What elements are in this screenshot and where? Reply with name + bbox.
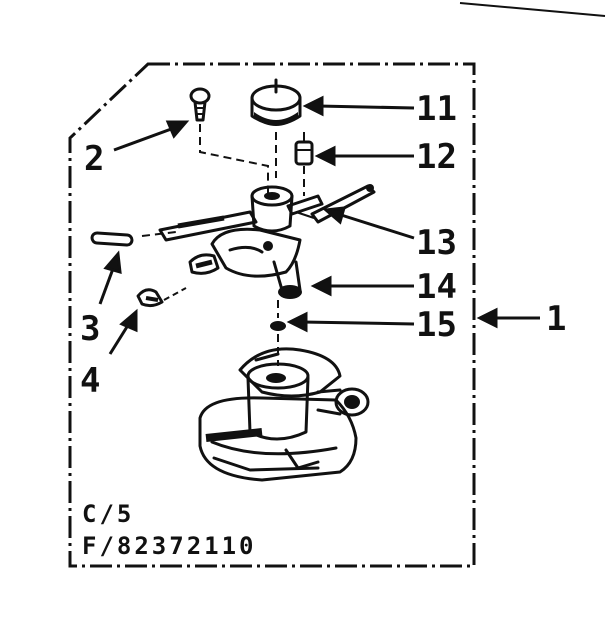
- diagram-frame: [68, 62, 476, 568]
- part-4-clip: [136, 287, 187, 308]
- code-line-1: C/5: [82, 500, 134, 528]
- callout-1: 1: [546, 299, 566, 339]
- callout-13: 13: [416, 223, 457, 263]
- callout-arrows: [98, 95, 540, 355]
- part-12-nut: [294, 132, 314, 166]
- callout-4: 4: [80, 361, 100, 401]
- part-15-washer: [270, 321, 286, 331]
- base-housing: [198, 347, 370, 482]
- callout-12: 12: [416, 137, 457, 177]
- scan-artifact-line: [459, 2, 606, 17]
- part-11-cap: [250, 78, 302, 126]
- callout-11: 11: [416, 89, 457, 129]
- callout-3: 3: [80, 309, 100, 349]
- part-3-pin: [90, 231, 134, 247]
- callout-2: 2: [84, 139, 104, 179]
- callout-14: 14: [416, 267, 457, 307]
- code-line-2: F/82372110: [82, 532, 257, 560]
- part-14-main-assembly: [158, 185, 324, 299]
- part-2-screw: [189, 87, 211, 122]
- callout-15: 15: [416, 305, 457, 345]
